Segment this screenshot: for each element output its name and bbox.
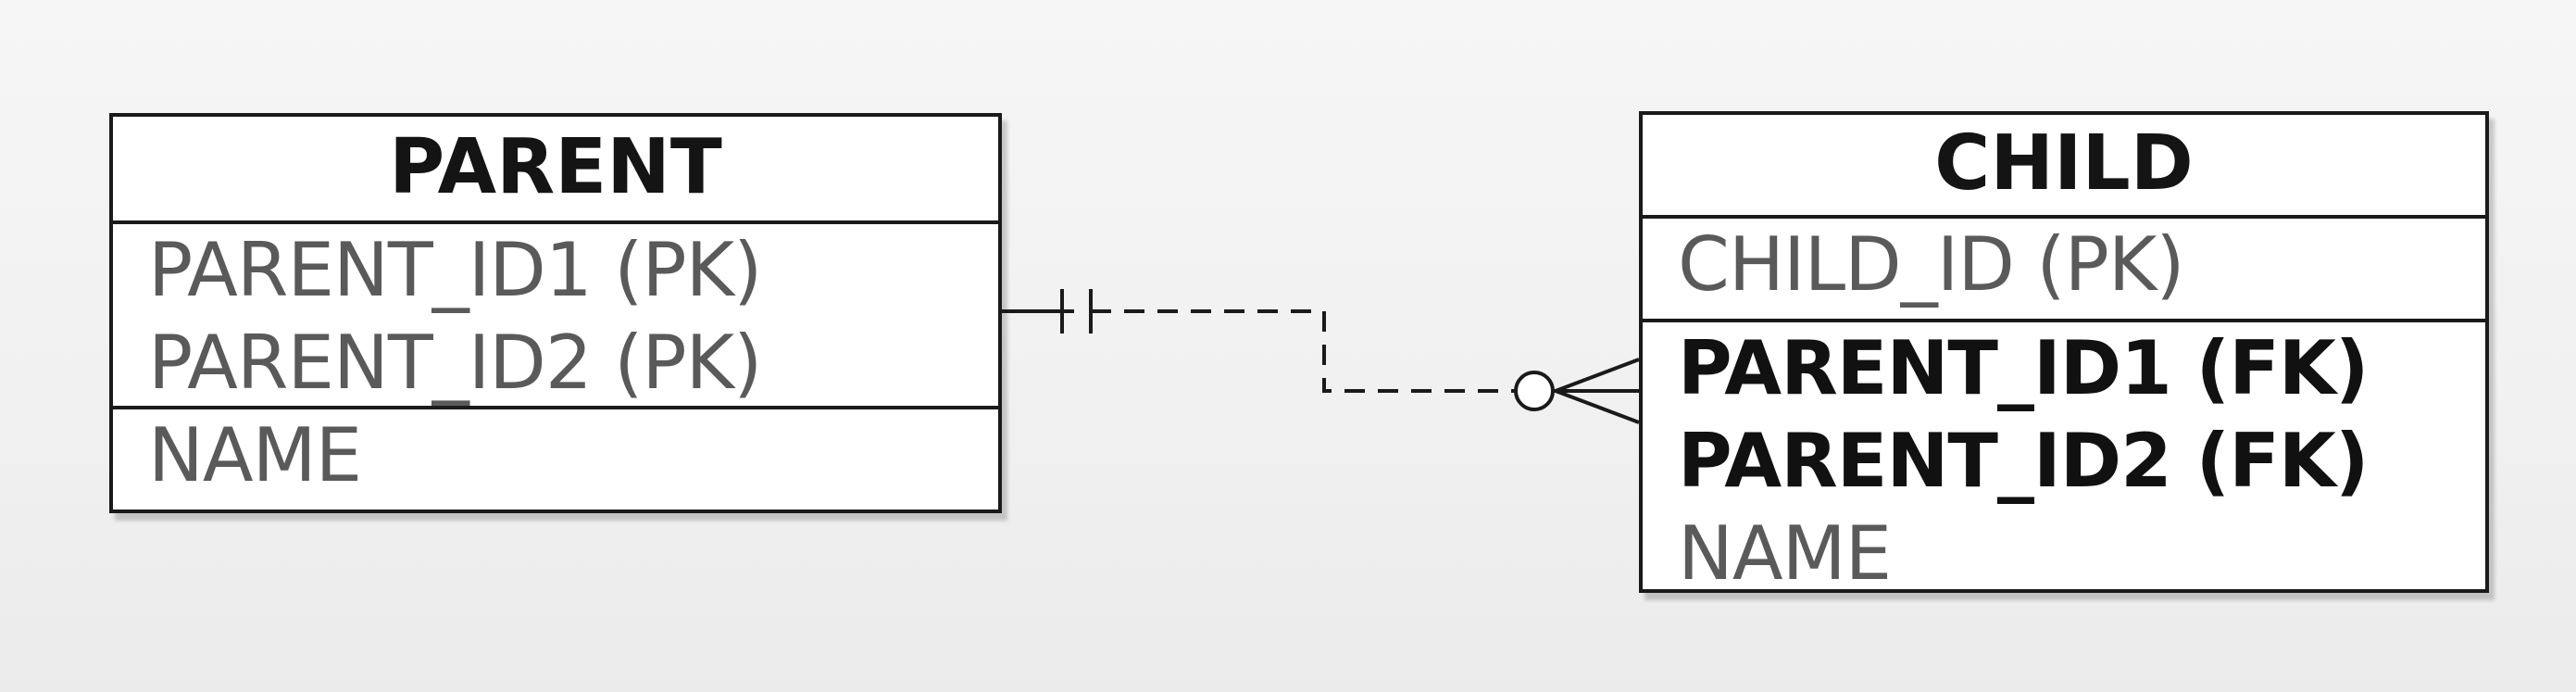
attribute-child-name: NAME xyxy=(1678,510,1892,597)
attribute-section-child: PARENT_ID1 (FK) PARENT_ID2 (FK) NAME xyxy=(1643,322,2485,600)
primary-key-section-parent: PARENT_ID1 (PK) PARENT_ID2 (PK) xyxy=(113,224,998,409)
attribute-child-id-pk: CHILD_ID (PK) xyxy=(1678,221,2185,308)
entity-child[interactable]: CHILD CHILD_ID (PK) PARENT_ID1 (FK) PARE… xyxy=(1639,111,2489,597)
cardinality-zero-circle xyxy=(1514,371,1555,411)
attribute-parent-id1-pk: PARENT_ID1 (PK) xyxy=(148,227,762,313)
attribute-child-parent-id1-fk: PARENT_ID1 (FK) xyxy=(1678,325,2369,411)
attribute-parent-name: NAME xyxy=(148,412,362,498)
attribute-parent-id2-pk: PARENT_ID2 (PK) xyxy=(148,320,762,406)
relationship-line-dashed xyxy=(1091,309,1519,393)
crows-foot-lower xyxy=(1555,389,1640,424)
attribute-section-parent: NAME xyxy=(113,409,998,502)
crows-foot-upper xyxy=(1555,358,1640,393)
primary-key-section-child: CHILD_ID (PK) xyxy=(1643,219,2485,322)
entity-title-parent: PARENT xyxy=(113,117,998,224)
entity-parent[interactable]: PARENT PARENT_ID1 (PK) PARENT_ID2 (PK) N… xyxy=(109,113,1002,513)
entity-title-child: CHILD xyxy=(1643,115,2485,219)
attribute-child-parent-id2-fk: PARENT_ID2 (FK) xyxy=(1678,418,2369,504)
